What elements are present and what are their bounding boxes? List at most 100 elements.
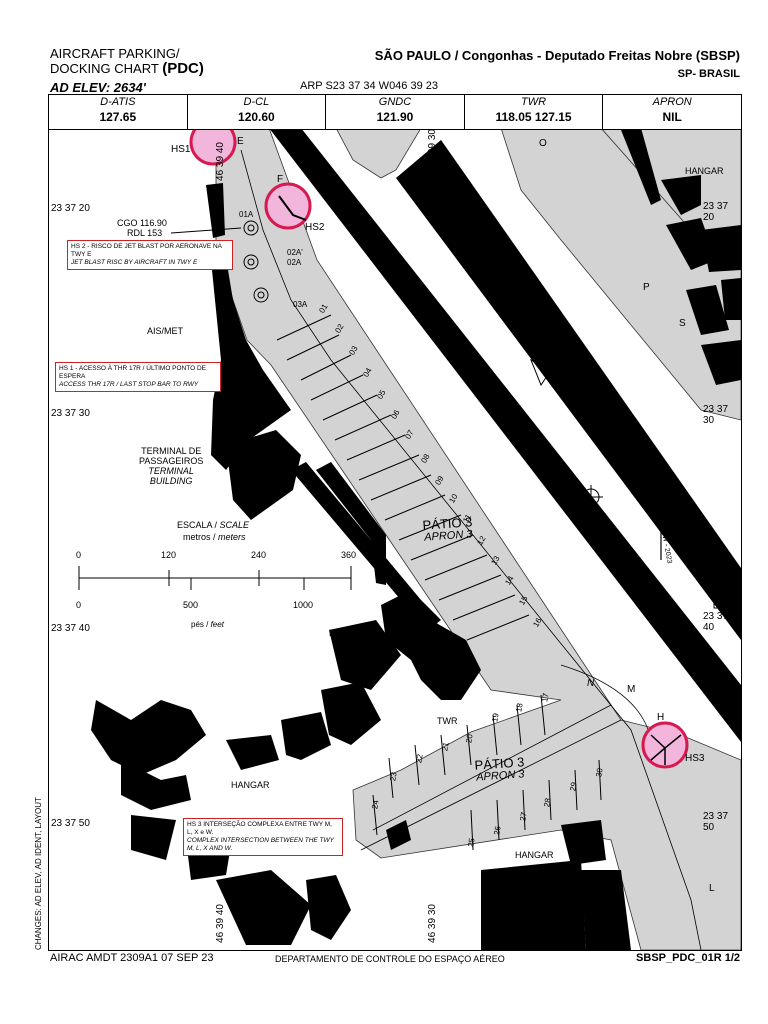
lat-label: 23 37 40	[703, 611, 729, 633]
taxiway-e: E	[237, 136, 244, 147]
terminal-en-2: BUILDING	[149, 476, 193, 486]
hs1-note-pt: HS 1 - ACESSO À THR 17R / ÚLTIMO PONTO D…	[59, 365, 207, 380]
freq-label: D-ATIS	[100, 96, 136, 108]
taxiway-o: O	[539, 138, 547, 149]
chart-frame: 23 37 20 23 37 20 23 37 30 23 37 30 23 3…	[48, 128, 742, 951]
freq-value: 118.05 127.15	[495, 110, 572, 124]
hs2-note: HS 2 - RISCO DE JET BLAST POR AERONAVE N…	[67, 240, 233, 270]
stand-number: 21	[440, 741, 451, 752]
rdl-label: RDL 153	[127, 228, 163, 238]
freq-label: TWR	[521, 96, 547, 108]
taxiway-p: P	[643, 282, 650, 293]
taxiway-b: B	[429, 173, 436, 184]
taxiway-l: L	[709, 883, 715, 894]
stand-number: 17	[540, 692, 551, 703]
scale-m-240: 240	[251, 550, 267, 560]
airport-title: SÃO PAULO / Congonhas - Deputado Freitas…	[374, 48, 740, 63]
terminal-pt-1: TERMINAL DE	[141, 446, 202, 456]
buildings	[91, 128, 741, 950]
hangar-label: HANGAR	[515, 850, 554, 860]
ais-met-label: AIS/MET	[147, 326, 184, 336]
scale-unit-m: metros / meters	[183, 532, 246, 542]
taxiway-n: N	[587, 678, 595, 689]
spot-01a: 01A	[239, 210, 254, 219]
spot-03a: 03A	[293, 300, 308, 309]
stand-number: 24	[370, 799, 381, 810]
hot-spots	[189, 128, 689, 769]
scale-m-120: 120	[161, 550, 177, 560]
lat-label: 23 37 50	[51, 818, 90, 829]
stand-number: 18	[514, 702, 525, 713]
terminal-building	[206, 183, 441, 628]
scale-m-360: 360	[341, 550, 357, 560]
freq-gndc: GNDC 121.90	[326, 95, 465, 129]
stand-number: 28	[542, 797, 553, 808]
stand-number: 30	[594, 767, 605, 778]
airport-subtitle: SP- BRASIL	[677, 68, 740, 80]
lon-label: 46 39 40	[214, 142, 226, 181]
nav-symbols	[170, 220, 739, 609]
freq-value: 120.60	[238, 110, 275, 124]
stand-number: 27	[518, 811, 529, 822]
apron3-south-label: PÁTIO 3 APRON 3	[474, 754, 525, 783]
chart-type-abbr: (PDC)	[162, 60, 204, 77]
freq-label: GNDC	[378, 96, 412, 108]
hs2-label: HS2	[305, 222, 325, 233]
lat-label: 23 37 40	[51, 623, 90, 634]
freq-apron: APRON NIL	[603, 95, 741, 129]
lat-label: 23 37 50	[703, 811, 729, 833]
taxiway-f: F	[277, 174, 284, 185]
freq-label: APRON	[652, 96, 692, 108]
spot-02a-prime: 02A'	[287, 248, 303, 257]
scale-ft-1000: 1000	[293, 600, 314, 610]
hangar-label: HANGAR	[329, 628, 368, 638]
hs1-note-en: ACCESS THR 17R / LAST STOP BAR TO RWY	[59, 381, 199, 388]
unit-ft-en: feet	[210, 620, 224, 629]
lon-label: 46 39 30	[426, 904, 438, 943]
lon-label: 46 39 30	[426, 129, 438, 168]
stand-number: 23	[388, 771, 399, 782]
spot-02a: 02A	[287, 258, 302, 267]
stand-number: 22	[414, 753, 425, 764]
freq-twr: TWR 118.05 127.15	[465, 95, 604, 129]
stand-number: 19	[490, 712, 501, 723]
airac-amendment: AIRAC AMDT 2309A1 07 SEP 23	[50, 952, 214, 964]
arp-coordinates: ARP S23 37 34 W046 39 23	[300, 80, 439, 92]
stand-number: 25	[466, 837, 477, 848]
scale-title: ESCALA / SCALE	[177, 520, 249, 530]
scale-m-0: 0	[76, 550, 82, 560]
hs1-note: HS 1 - ACESSO À THR 17R / ÚLTIMO PONTO D…	[55, 362, 221, 392]
runway-17r-35l	[269, 128, 741, 742]
freq-value: 121.90	[376, 110, 414, 124]
terminal-pt-2: PASSAGEIROS	[139, 456, 204, 466]
aerodrome-map	[78, 128, 741, 950]
terminal-label: TERMINAL DE PASSAGEIROS TERMINAL BUILDIN…	[139, 446, 203, 486]
hs3-note-en: COMPLEX INTERSECTION BETWEEN THE TWY M, …	[187, 837, 334, 852]
stand-number: 29	[568, 781, 579, 792]
changes-note: CHANGES: AD ELEV, AD IDENT, LAYOUT	[34, 797, 43, 950]
stand-number: 20	[464, 733, 475, 744]
unit-m-en: meters	[218, 532, 246, 542]
scale-bar	[78, 566, 352, 590]
freq-label: D-CL	[243, 96, 270, 108]
department: DEPARTAMENTO DE CONTROLE DO ESPAÇO AÉREO	[275, 954, 505, 964]
stand-lines-north	[276, 314, 530, 641]
runway-17l-35r	[396, 140, 741, 640]
stand-lines-south	[372, 694, 602, 851]
cgo-frequency: CGO 116.90	[117, 218, 167, 228]
unit-ft-pt: pés /	[191, 620, 209, 629]
chart-type: AIRCRAFT PARKING/ DOCKING CHART (PDC)	[50, 46, 204, 76]
taxiway-h: H	[657, 712, 665, 723]
freq-value: NIL	[662, 110, 682, 124]
north-arrow-label: N	[657, 484, 663, 491]
unit-m-pt: metros /	[183, 532, 216, 542]
terminal-en-1: TERMINAL	[148, 466, 194, 476]
scale-title-en: SCALE	[219, 520, 250, 530]
gp-label: GP	[469, 238, 483, 248]
scale-unit-ft: pés / feet	[191, 620, 224, 629]
scale-title-pt: ESCALA /	[177, 520, 218, 530]
hs3-note: HS 3 INTERSEÇÃO COMPLEXA ENTRE TWY M, L,…	[183, 818, 343, 856]
lon-label: 46 39 40	[214, 904, 226, 943]
